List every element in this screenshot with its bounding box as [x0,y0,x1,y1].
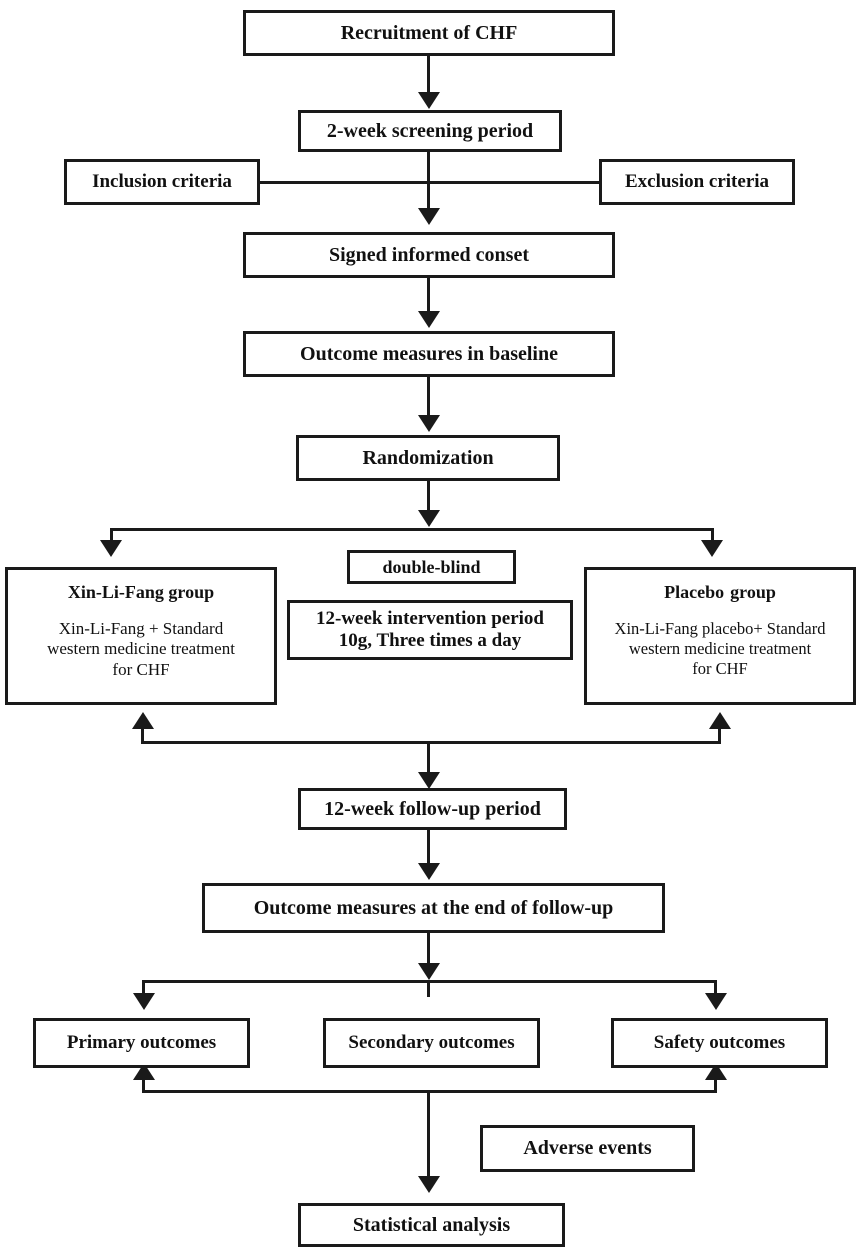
node-intervention-line1: 12-week intervention period [316,608,544,630]
connector-groups-merge-bar [141,741,721,744]
connector-randomization-right-drop [711,528,714,544]
node-informed-consent: Signed informed conset [243,232,615,278]
node-placebo-group-title-part1: Placebo [664,582,725,602]
node-double-blind-label: double-blind [382,556,481,577]
arrowhead-outcomes-to-statistics [418,1176,440,1193]
connector-outcome-split-stem [427,933,430,967]
connector-outcome-right-drop [714,980,717,996]
node-treatment-group: Xin-Li-Fang group Xin-Li-Fang + Standard… [5,567,277,705]
node-exclusion-criteria-label: Exclusion criteria [624,171,770,193]
connector-outcomes-to-statistics [427,1090,430,1180]
node-informed-consent-label: Signed informed conset [329,243,529,266]
node-placebo-group-line3: for CHF [692,658,748,678]
connector-outcome-left-drop [142,980,145,996]
node-randomization: Randomization [296,435,560,481]
connector-merge-right-riser [718,726,721,744]
arrowhead-to-safety-outcomes [705,993,727,1010]
node-placebo-group-line2: western medicine treatment [628,638,812,658]
node-randomization-label: Randomization [362,446,494,469]
arrowhead-to-placebo-group [701,540,723,557]
arrowhead-baseline-randomization [418,415,440,432]
arrowhead-recruitment-screening [418,92,440,109]
arrowhead-outcome-split-stem [418,963,440,980]
arrowhead-merge-into-placebo-group [709,712,731,729]
connector-criteria-bar [246,181,608,184]
node-treatment-group-title: Xin-Li-Fang group [67,582,215,602]
node-followup-period: 12-week follow-up period [298,788,567,830]
node-safety-outcomes-label: Safety outcomes [653,1032,786,1054]
connector-merge-to-followup [427,741,430,776]
node-screening-label: 2-week screening period [326,119,534,142]
connector-randomization-left-drop [110,528,113,544]
connector-randomization-stem [427,481,430,514]
node-inclusion-criteria-label: Inclusion criteria [92,171,232,193]
connector-randomization-split-bar [110,528,714,531]
node-final-outcome-measures-label: Outcome measures at the end of follow-up [253,896,614,919]
node-baseline-outcomes: Outcome measures in baseline [243,331,615,377]
node-followup-period-label: 12-week follow-up period [324,797,541,820]
connector-recruitment-screening [427,56,430,96]
arrowhead-randomization-stem [418,510,440,527]
node-secondary-outcomes-label: Secondary outcomes [348,1032,515,1054]
node-exclusion-criteria: Exclusion criteria [599,159,795,205]
node-adverse-events: Adverse events [480,1125,695,1172]
node-inclusion-criteria: Inclusion criteria [64,159,260,205]
node-recruitment: Recruitment of CHF [243,10,615,56]
node-screening: 2-week screening period [298,110,562,152]
node-placebo-group-title-part2: group [730,582,776,602]
arrowhead-to-treatment-group [100,540,122,557]
node-adverse-events-label: Adverse events [523,1137,652,1159]
arrowhead-followup-outcome [418,863,440,880]
node-intervention-line2: 10g, Three times a day [338,630,522,651]
node-intervention-period: 12-week intervention period 10g, Three t… [287,600,573,660]
connector-baseline-randomization [427,377,430,419]
arrowhead-to-primary-outcomes [133,993,155,1010]
connector-followup-outcome [427,830,430,867]
arrowhead-merge-to-followup [418,772,440,789]
node-treatment-group-line2: western medicine treatment [47,639,235,659]
connector-consent-baseline [427,278,430,315]
connector-outcomes-merge-left-riser [142,1078,145,1093]
node-recruitment-label: Recruitment of CHF [340,21,518,44]
node-placebo-group-line1: Xin-Li-Fang placebo+ Standard [614,618,826,638]
node-double-blind: double-blind [347,550,516,584]
arrowhead-consent-baseline [418,311,440,328]
arrowhead-screening-consent [418,208,440,225]
node-treatment-group-line3: for CHF [112,660,170,680]
node-treatment-group-line1: Xin-Li-Fang + Standard [58,618,224,638]
node-statistical-analysis: Statistical analysis [298,1203,565,1247]
connector-outcomes-merge-right-riser [714,1078,717,1093]
node-baseline-outcomes-label: Outcome measures in baseline [300,342,558,365]
node-primary-outcomes-label: Primary outcomes [66,1032,217,1054]
node-secondary-outcomes: Secondary outcomes [323,1018,540,1068]
node-statistical-analysis-label: Statistical analysis [352,1213,511,1236]
node-final-outcome-measures: Outcome measures at the end of follow-up [202,883,665,933]
connector-outcome-center-drop [427,980,430,997]
node-safety-outcomes: Safety outcomes [611,1018,828,1068]
connector-merge-left-riser [141,726,144,744]
node-primary-outcomes: Primary outcomes [33,1018,250,1068]
arrowhead-merge-into-treatment-group [132,712,154,729]
